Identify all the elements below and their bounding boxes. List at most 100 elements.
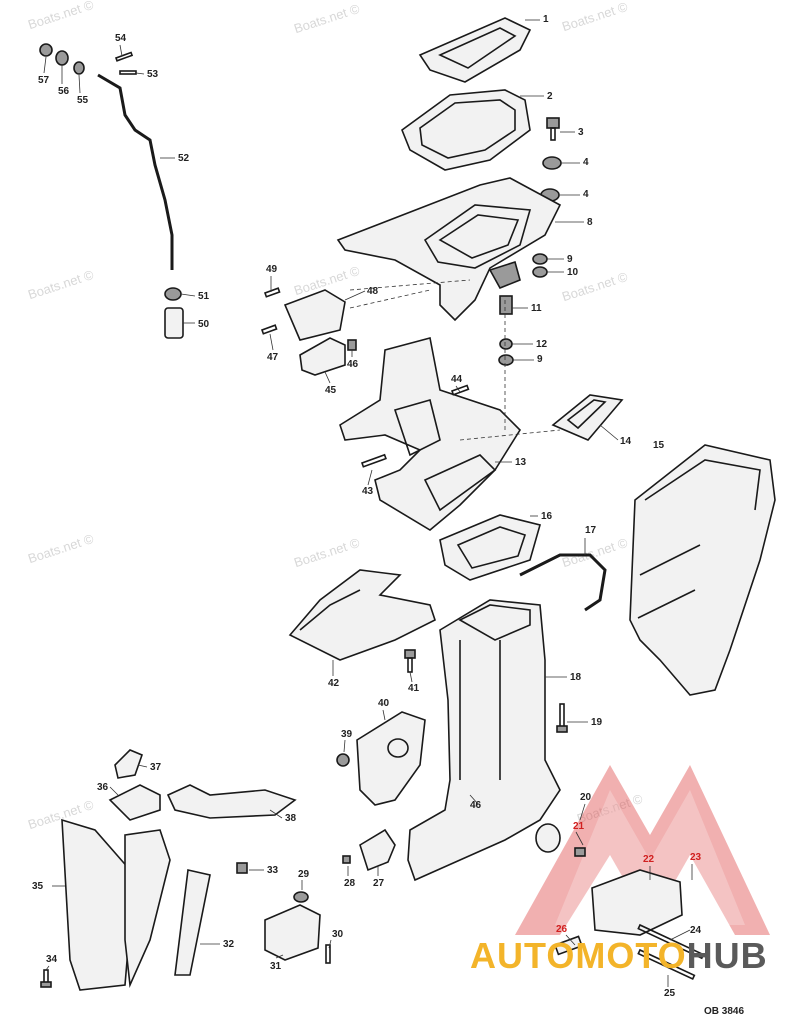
part-number-41: 41	[408, 683, 420, 694]
part-44-bolt	[450, 384, 470, 396]
brand-logo-text: AUTOMOTOHUB	[470, 938, 768, 974]
part-28-screw	[342, 855, 351, 864]
part-number-17: 17	[585, 525, 597, 536]
part-number-36: 36	[97, 782, 109, 793]
part-18-exhaust-housing	[407, 599, 561, 882]
brand-part2: HUB	[686, 935, 768, 976]
part-number-26: 26	[556, 924, 568, 935]
part-17-tube	[519, 553, 607, 612]
part-number-45: 45	[325, 385, 337, 396]
part-number-11: 11	[531, 303, 542, 314]
part-33-plug	[236, 862, 248, 874]
part-number-14: 14	[620, 436, 632, 447]
part-number-55: 55	[77, 95, 89, 106]
part-27-water-intake	[359, 828, 396, 872]
part-number-8: 8	[587, 217, 593, 228]
part-24-25-26-bolts	[553, 923, 705, 981]
part-29-washer	[293, 891, 309, 903]
part-number-22: 22	[643, 854, 655, 865]
part-number-19: 19	[591, 717, 603, 728]
part-36-bracket	[108, 784, 161, 821]
part-38-rail	[166, 784, 297, 819]
part-42-plate	[288, 569, 436, 661]
part-number-4: 4	[583, 189, 589, 200]
part-49-screw	[263, 287, 281, 298]
part-number-39: 39	[341, 729, 353, 740]
part-number-52: 52	[178, 153, 190, 164]
leader-lines	[43, 19, 693, 987]
assembly-line	[459, 429, 561, 441]
part-number-46: 46	[347, 359, 359, 370]
part-48-bracket	[283, 289, 346, 341]
part-30-screw	[325, 944, 331, 964]
part-number-23: 23	[690, 852, 702, 863]
part-47-screw	[260, 324, 278, 335]
part-number-18: 18	[570, 672, 582, 683]
part-number-21: 21	[573, 821, 585, 832]
part-number-31: 31	[270, 961, 282, 972]
part-number-53: 53	[147, 69, 159, 80]
part-14-block	[551, 394, 624, 441]
part-46-clip	[347, 339, 357, 351]
part-52-shift-rod	[97, 73, 174, 270]
part-19-bolt	[556, 703, 568, 733]
part-13-swivel-bracket	[339, 337, 522, 531]
part-number-49: 49	[266, 264, 278, 275]
part-number-1: 1	[543, 14, 549, 25]
part-number-47: 47	[267, 352, 279, 363]
part-number-28: 28	[344, 878, 356, 889]
part-number-40: 40	[378, 698, 390, 709]
part-number-54: 54	[115, 33, 127, 44]
part-number-20: 20	[580, 792, 592, 803]
part-number-30: 30	[332, 929, 344, 940]
part-32-strip	[174, 869, 211, 976]
part-20-grommet	[535, 823, 586, 857]
diagram-code: OB 3846	[704, 1006, 745, 1017]
part-number-46: 46	[470, 800, 482, 811]
part-2-seal	[401, 89, 531, 171]
part-number-34: 34	[46, 954, 58, 965]
part-55-washer	[73, 61, 85, 75]
part-15-cowl	[629, 444, 776, 696]
part-number-25: 25	[664, 988, 676, 999]
part-4-washer	[540, 156, 562, 202]
part-number-42: 42	[328, 678, 340, 689]
part-57-washer	[39, 43, 53, 57]
part-number-9: 9	[537, 354, 543, 365]
part-54-pin	[114, 51, 134, 62]
part-number-29: 29	[298, 869, 310, 880]
part-number-4: 4	[583, 157, 589, 168]
part-43-pin	[360, 453, 387, 468]
part-number-43: 43	[362, 486, 374, 497]
part-number-33: 33	[267, 865, 279, 876]
part-53-pin	[119, 70, 137, 75]
part-39-nut	[336, 753, 350, 767]
part-31-block	[264, 904, 321, 961]
part-number-38: 38	[285, 813, 297, 824]
part-number-57: 57	[38, 75, 50, 86]
part-number-35: 35	[32, 881, 44, 892]
brand-triangle-logo	[515, 765, 770, 935]
part-56-washer	[55, 50, 69, 66]
part-50-bushing	[164, 307, 184, 339]
part-number-12: 12	[536, 339, 548, 350]
part-51-nut	[164, 287, 182, 301]
part-number-56: 56	[58, 86, 70, 97]
part-34-screw	[40, 969, 52, 988]
part-number-27: 27	[373, 878, 385, 889]
part-37-clip	[114, 749, 144, 779]
brand-part1: AUTOMOTO	[470, 935, 687, 976]
part-number-16: 16	[541, 511, 553, 522]
part-number-3: 3	[578, 127, 584, 138]
part-40-housing	[356, 711, 426, 806]
part-number-2: 2	[547, 91, 553, 102]
part-number-13: 13	[515, 457, 527, 468]
part-number-37: 37	[150, 762, 162, 773]
assembly-line	[349, 279, 471, 291]
part-number-50: 50	[198, 319, 210, 330]
part-8-adapter-plate	[336, 177, 562, 322]
part-number-44: 44	[451, 374, 463, 385]
part-number-9: 9	[567, 254, 573, 265]
